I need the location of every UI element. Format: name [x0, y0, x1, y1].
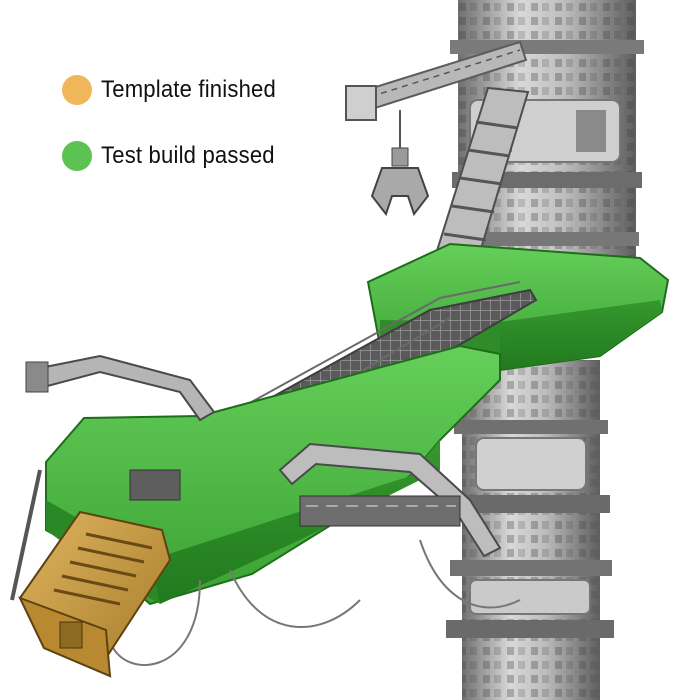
- legend-label-finished: Template finished: [101, 76, 276, 103]
- cage-module-finished: [10, 469, 172, 678]
- finished-swatch: [62, 75, 92, 105]
- passed-swatch: [62, 141, 92, 171]
- cables: [109, 539, 521, 666]
- central-tower: [446, 0, 644, 700]
- robotic-arm-left: [25, 354, 216, 422]
- legend-label-passed: Test build passed: [101, 142, 275, 169]
- robotic-arm-right: [278, 442, 502, 558]
- legend-item-finished: Template finished: [62, 75, 291, 105]
- legend-item-passed: Test build passed: [62, 141, 290, 171]
- crane-arm: [345, 40, 528, 217]
